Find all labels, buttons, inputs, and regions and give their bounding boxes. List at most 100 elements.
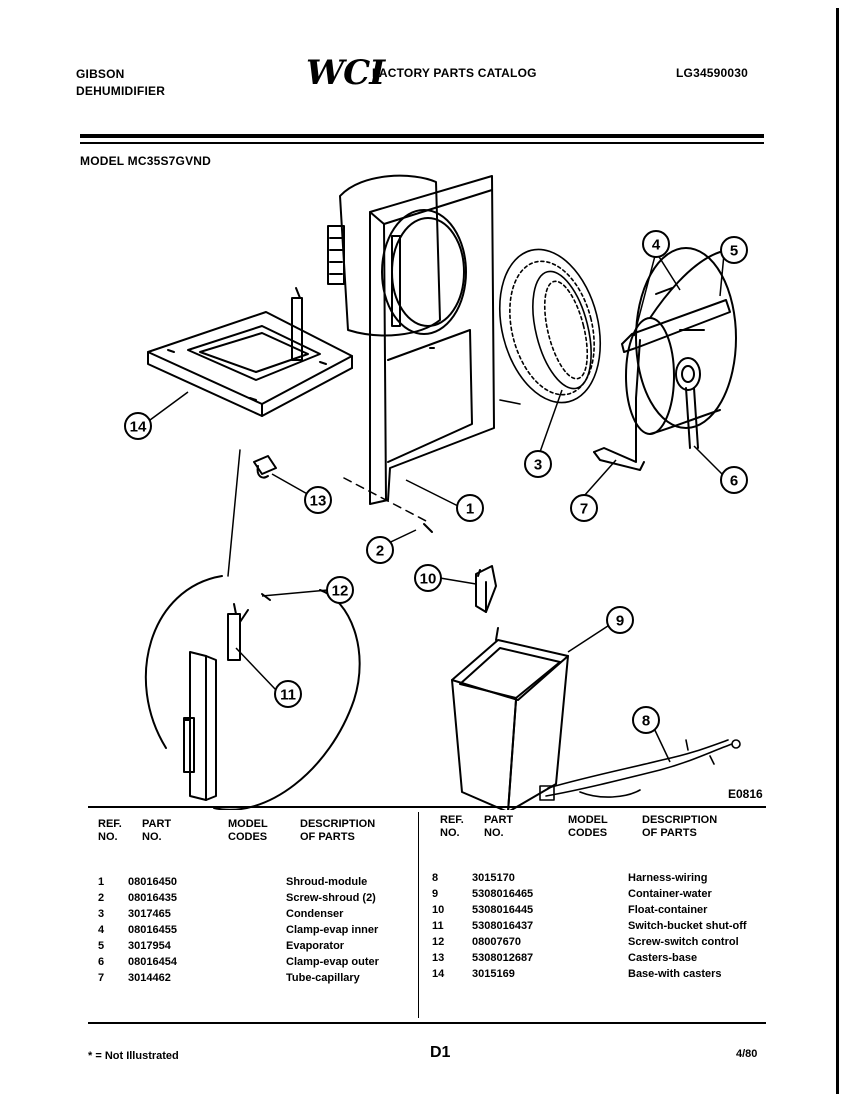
description: Condenser	[286, 908, 344, 920]
part-screw-switch-control	[261, 593, 271, 601]
callout-3-label: 3	[534, 457, 542, 474]
part-evaporator	[625, 247, 737, 435]
wci-logo: WCI	[306, 53, 385, 93]
ref-no: 2	[98, 892, 105, 904]
description: Float-container	[628, 904, 708, 916]
product-type: DEHUMIDIFIER	[76, 84, 166, 98]
ref-no: 13	[432, 952, 445, 964]
description: Harness-wiring	[628, 872, 708, 884]
callout-8-label: 8	[642, 713, 650, 730]
description: Clamp-evap outer	[286, 956, 379, 968]
callout-markers	[124, 230, 748, 734]
callout-5	[720, 236, 748, 264]
table-bottom-rule	[88, 1022, 766, 1024]
ref-no: 8	[432, 872, 439, 884]
part-no: 3017465	[128, 908, 171, 920]
callout-7	[570, 494, 598, 522]
callout-6-label: 6	[730, 473, 738, 490]
part-caster-base	[253, 455, 277, 479]
part-harness-wiring	[539, 739, 741, 801]
ref-no: 10	[432, 904, 445, 916]
part-clamp-evap-outer	[685, 387, 699, 449]
table-column-divider	[418, 812, 419, 1018]
header-rule-thin	[80, 142, 764, 144]
callout-13	[304, 486, 332, 514]
callout-5-label: 5	[730, 243, 738, 260]
ref-no: 4	[98, 924, 105, 936]
part-no: 08016435	[128, 892, 177, 904]
callout-14	[124, 412, 152, 440]
part-no: 08007670	[472, 936, 521, 948]
callout-3	[524, 450, 552, 478]
col-ref-no-2: REF.NO.	[440, 814, 464, 839]
page-number: D1	[430, 1044, 451, 1061]
part-no: 3015170	[472, 872, 515, 884]
detail-circle	[144, 575, 223, 749]
page-border	[836, 8, 839, 1094]
callout-14-label: 14	[130, 419, 147, 436]
part-no: 3015169	[472, 968, 515, 980]
part-no: 3014462	[128, 972, 171, 984]
table-top-rule	[88, 806, 766, 808]
description: Tube-capillary	[286, 972, 360, 984]
diagram-code: E0816	[728, 787, 763, 801]
part-no: 3017954	[128, 940, 171, 952]
header-rule	[80, 134, 764, 138]
col-ref-no: REF.NO.	[98, 818, 122, 843]
part-condenser	[498, 248, 602, 405]
part-no: 5308016445	[472, 904, 534, 916]
ref-no: 9	[432, 888, 439, 900]
part-switch-bucket-shut-off	[227, 603, 249, 661]
part-screw-shroud	[423, 523, 433, 533]
ref-no: 6	[98, 956, 105, 968]
description: Clamp-evap inner	[286, 924, 379, 936]
callout-10	[414, 564, 442, 592]
ref-no: 12	[432, 936, 445, 948]
brand-block: GIBSON DEHUMIDIFIER	[76, 66, 165, 100]
part-tube-capillary	[593, 339, 645, 471]
callout-13-label: 13	[310, 493, 327, 510]
description: Casters-base	[628, 952, 698, 964]
callout-11-label: 11	[280, 687, 296, 704]
callout-2-label: 2	[376, 543, 384, 560]
description: Screw-switch control	[628, 936, 739, 948]
brand-name: GIBSON	[76, 67, 125, 81]
part-container-water	[451, 627, 569, 810]
callout-4-label: 4	[652, 237, 661, 254]
callout-4	[642, 230, 670, 258]
callout-11	[274, 680, 302, 708]
callout-9-label: 9	[616, 613, 624, 630]
part-no: 08016455	[128, 924, 177, 936]
description: Screw-shroud (2)	[286, 892, 376, 904]
description: Base-with casters	[628, 968, 722, 980]
callout-6	[720, 466, 748, 494]
part-no: 08016450	[128, 876, 177, 888]
description: Shroud-module	[286, 876, 368, 888]
callout-12-label: 12	[332, 583, 349, 600]
catalog-number: LG34590030	[676, 66, 749, 80]
callout-7-label: 7	[580, 501, 588, 518]
model-label: MODEL MC35S7GVND	[80, 154, 212, 168]
callout-9	[606, 606, 634, 634]
callout-12	[326, 576, 354, 604]
ref-no: 1	[98, 876, 105, 888]
ref-no: 7	[98, 972, 105, 984]
callout-1-label: 1	[466, 501, 474, 518]
switch-bracket	[183, 651, 217, 801]
part-no: 5308016465	[472, 888, 534, 900]
callout-10-label: 10	[420, 571, 437, 588]
callout-8	[632, 706, 660, 734]
description: Evaporator	[286, 940, 345, 952]
description: Switch-bucket shut-off	[628, 920, 747, 932]
part-no: 08016454	[128, 956, 177, 968]
callout-2	[366, 536, 394, 564]
exploded-parts-diagram: 14 1 2 3 7 6 5 4 9 10 13 12 11 8 E0816	[124, 174, 763, 810]
part-shroud-module	[327, 174, 495, 505]
ref-no: 3	[98, 908, 105, 920]
